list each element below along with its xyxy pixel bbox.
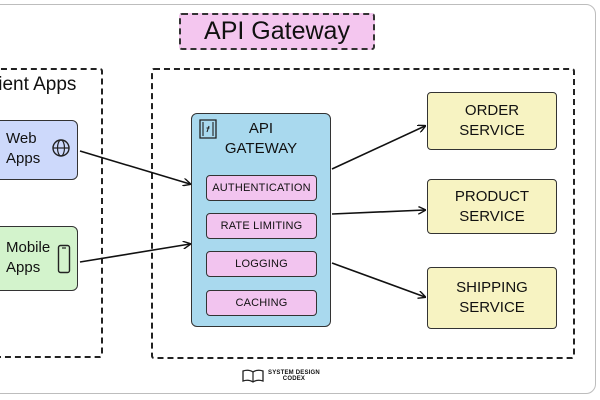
- web-apps-node: Web Apps: [0, 120, 78, 180]
- open-book-icon: [242, 369, 264, 383]
- product-service-node: PRODUCT SERVICE: [427, 179, 557, 234]
- arrow-web-to-gateway: [79, 150, 190, 184]
- logging-box: LOGGING: [206, 251, 317, 277]
- globe-icon: [52, 139, 70, 157]
- authentication-box: AUTHENTICATION: [206, 175, 317, 201]
- arrow-gateway-to-shipping: [331, 262, 425, 297]
- rate-limiting-box: RATE LIMITING: [206, 213, 317, 239]
- diagram-title: API Gateway: [179, 13, 375, 50]
- client-apps-title: lient Apps: [0, 74, 77, 95]
- mobile-apps-label: Mobile Apps: [6, 239, 51, 276]
- gateway-door-icon: [199, 119, 217, 139]
- client-apps-group: [0, 68, 103, 358]
- arrow-gateway-to-product: [331, 210, 425, 215]
- outer-frame: [0, 4, 596, 394]
- mobile-apps-node: Mobile Apps: [0, 226, 78, 291]
- web-apps-label: Web Apps: [6, 130, 41, 167]
- arrow-gateway-to-order: [331, 126, 425, 170]
- order-service-node: ORDER SERVICE: [427, 92, 557, 150]
- caching-box: CACHING: [206, 290, 317, 316]
- shipping-service-node: SHIPPING SERVICE: [427, 267, 557, 329]
- api-gateway-title: API GATEWAY: [224, 120, 298, 157]
- mobile-phone-icon: [57, 244, 71, 274]
- arrow-mobile-to-gateway: [79, 244, 190, 263]
- footer-logo-text: SYSTEM DESIGN CODEX: [268, 370, 320, 382]
- gateway-services-group: [151, 68, 575, 359]
- footer-logo: SYSTEM DESIGN CODEX: [242, 369, 320, 383]
